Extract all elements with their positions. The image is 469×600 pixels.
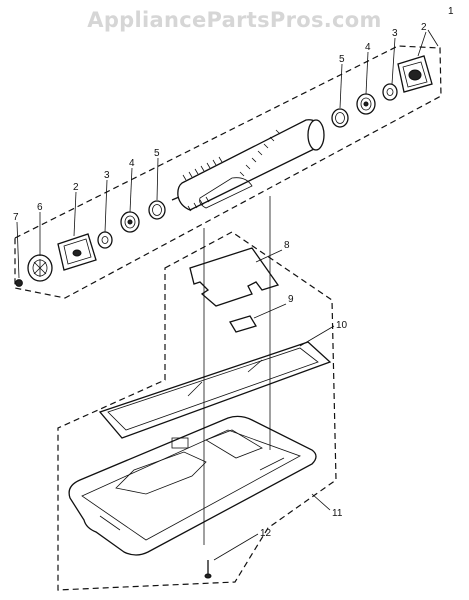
callout-9: 9	[288, 294, 294, 305]
callout-1: 1	[448, 6, 454, 17]
part-9-pad	[229, 315, 257, 333]
callout-7: 7	[13, 212, 19, 223]
part-5-ring-left	[148, 200, 166, 220]
callout-3-right: 3	[392, 28, 398, 39]
part-7-nut	[15, 279, 23, 287]
callout-4-left: 4	[129, 158, 135, 169]
part-5-ring-right	[331, 108, 349, 128]
callout-5-left: 5	[154, 148, 160, 159]
base-group-boundary	[57, 231, 337, 591]
callout-2-right: 2	[421, 22, 427, 33]
callout-4-right: 4	[365, 42, 371, 53]
watermark: AppliancePartsPros.com	[87, 8, 382, 32]
callout-3-left: 3	[104, 170, 110, 181]
callout-5-right: 5	[339, 54, 345, 65]
callout-12: 12	[260, 528, 272, 539]
part-2-bracket-right	[397, 55, 433, 93]
leader-lines	[16, 29, 439, 561]
part-4-bearing-left	[120, 211, 140, 233]
assembly-guide-lines	[203, 196, 271, 545]
callout-10: 10	[336, 320, 348, 331]
part-3-washer-right	[382, 83, 398, 101]
part-12-screw	[204, 560, 212, 579]
callout-2-left: 2	[73, 182, 79, 193]
part-8-plate	[189, 247, 280, 307]
brushroll	[171, 119, 325, 212]
part-4-bearing-right	[356, 93, 376, 115]
part-10-gasket	[98, 341, 332, 439]
part-6-end-cap	[27, 254, 53, 282]
part-2-bracket-left	[57, 233, 97, 271]
callout-6: 6	[37, 202, 43, 213]
part-3-washer-left	[97, 231, 113, 249]
callout-11: 11	[332, 508, 343, 519]
callout-8: 8	[284, 240, 290, 251]
part-11-base-plate	[68, 415, 317, 556]
